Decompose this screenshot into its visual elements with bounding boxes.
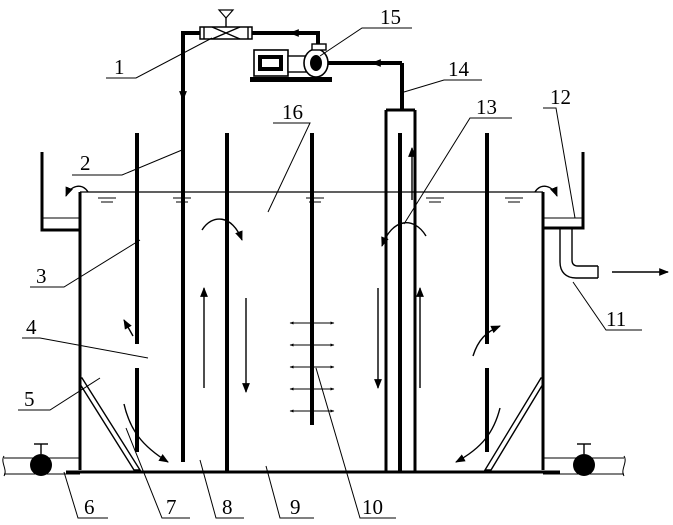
- label-6: 6: [84, 495, 95, 519]
- label-14: 14: [448, 57, 470, 81]
- label-13: 13: [476, 95, 497, 119]
- pump-icon: [250, 43, 402, 82]
- return-pipe: [371, 59, 417, 472]
- tank-body: [40, 152, 585, 474]
- label-15: 15: [380, 5, 401, 29]
- label-7: 7: [166, 495, 177, 519]
- label-10: 10: [362, 495, 383, 519]
- leader-lines: [18, 27, 642, 519]
- label-8: 8: [222, 495, 233, 519]
- left-drain-valve-icon: [30, 443, 52, 476]
- label-5: 5: [24, 387, 35, 411]
- part-labels: 1 2 3 4 5 6 7 8 9 10 11 12 13 14 15 16: [24, 5, 626, 519]
- label-4: 4: [26, 315, 37, 339]
- inlet-pipe: [179, 29, 320, 462]
- aeration-arrows: [289, 321, 335, 413]
- label-11: 11: [606, 307, 626, 331]
- right-drain-valve-icon: [573, 443, 595, 476]
- flow-arrows: [123, 218, 501, 463]
- outlet-pipe: [559, 228, 669, 279]
- label-2: 2: [80, 151, 91, 175]
- label-12: 12: [550, 85, 571, 109]
- label-16: 16: [282, 100, 303, 124]
- label-1: 1: [114, 55, 125, 79]
- valve-icon: [199, 9, 253, 40]
- label-9: 9: [290, 495, 301, 519]
- baffles: [135, 133, 489, 472]
- label-3: 3: [36, 264, 47, 288]
